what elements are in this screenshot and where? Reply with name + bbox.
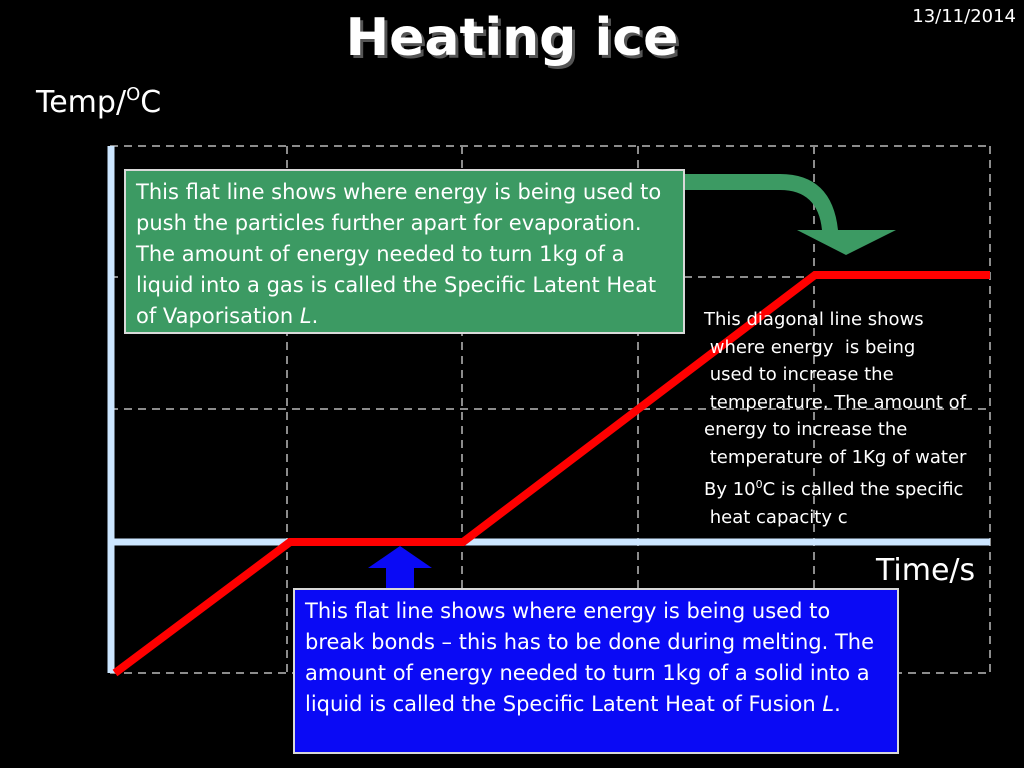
heat-capacity-line-7-superscript: 0 [755, 478, 763, 491]
heat-capacity-line-7b: C is called the specific [762, 479, 964, 500]
slide-title: Heating ice [345, 8, 679, 68]
heat-capacity-line-8: heat capacity c [704, 506, 848, 528]
heat-capacity-text: This diagonal line shows where energy is… [704, 306, 1024, 531]
y-axis-label-superscript: O [126, 84, 141, 105]
heat-capacity-line-3: used to increase the [704, 364, 894, 385]
heat-capacity-line-1: This diagonal line shows [704, 309, 924, 330]
y-axis-label-text: Temp/ [36, 85, 127, 120]
heat-capacity-line-2: where energy is being [704, 336, 916, 358]
fusion-symbol: L [822, 692, 835, 716]
fusion-text: This flat line shows where energy is bei… [305, 599, 875, 716]
heating-curve [112, 271, 990, 677]
heat-capacity-line-4: temperature. The amount of [704, 391, 967, 413]
heat-capacity-line-7a: By 10 [704, 479, 756, 500]
vaporisation-symbol: L [299, 304, 312, 328]
fusion-callout: This flat line shows where energy is bei… [293, 588, 899, 754]
vaporisation-text: This flat line shows where energy is bei… [136, 180, 662, 328]
vaporisation-callout: This flat line shows where energy is bei… [124, 169, 685, 334]
fusion-end: . [834, 692, 841, 716]
heat-capacity-line-5: energy to increase the [704, 419, 908, 440]
heat-capacity-line-6: temperature of 1Kg of water [704, 446, 967, 468]
date-label: 13/11/2014 [912, 6, 1016, 27]
curved-arrow-icon [684, 174, 896, 255]
x-axis-label: Time/s [876, 553, 976, 588]
vaporisation-end: . [311, 304, 319, 328]
y-axis-label-unit: C [140, 85, 162, 120]
y-axis-label: Temp/OC [36, 84, 161, 120]
up-arrow-icon [368, 546, 432, 590]
